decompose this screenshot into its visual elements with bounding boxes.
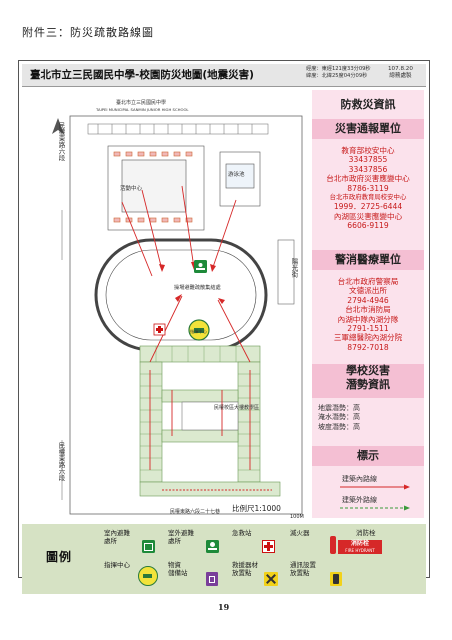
- report-line: 台北市政府教育局校安中心: [329, 193, 407, 202]
- legend-item-hydrant: 消防栓: [356, 529, 376, 537]
- report-line: 6606-9119: [347, 221, 389, 231]
- route-in-label: 建築內路線: [342, 475, 377, 483]
- legend-item-extinguisher: 滅火器: [290, 529, 310, 537]
- legend-item-outdoor: 室外避難 處所: [168, 529, 194, 545]
- police-lines: 台北市政府警察局 文德派出所 2794-4946 台北市消防局 內湖中隊內湖分隊…: [312, 277, 424, 352]
- potential-line: 地震潛勢：高: [318, 404, 360, 412]
- legend-item-supply: 物資 儲備站: [168, 561, 188, 577]
- scale-number: 100M: [290, 514, 304, 520]
- top-building: [87, 123, 269, 135]
- report-line: 33437856: [348, 164, 388, 174]
- evacuation-routes: [121, 185, 272, 491]
- fire-hydrant-icon: 消防栓 FIRE HYDRANT: [338, 540, 382, 554]
- police-line: 內湖中隊內湖分隊: [337, 314, 399, 324]
- road-left-bottom-label: 民權東路六段: [57, 442, 65, 481]
- info-heading: 防救災資訊: [340, 98, 396, 111]
- report-lines: 教育部校安中心 33437855 33437856 台北市政府災害應變中心 87…: [312, 146, 424, 231]
- command-center-icon: [138, 566, 158, 586]
- school-name-cn: 臺北市立三民國民中學: [116, 100, 167, 106]
- pool-building: [219, 151, 261, 207]
- potential-line: 淹水潛勢：高: [318, 413, 360, 422]
- road-left-top-label: 民權東路六段: [57, 122, 65, 161]
- report-line: 33437855: [348, 155, 388, 165]
- coordinates: 經度：東經121度33分09秒 緯度：北緯25度04分09秒: [306, 66, 371, 80]
- supply-station-icon: [206, 572, 218, 586]
- school-name-en: TAIPEI MUNICIPAL SANMIN JUNIOR HIGH SCHO…: [96, 107, 189, 112]
- police-line: 8792-7018: [347, 342, 389, 352]
- rescue-equipment-icon: [264, 572, 278, 586]
- scale-label: 比例尺1:1000: [232, 504, 281, 513]
- communication-icon: [330, 572, 342, 586]
- police-line: 2791-1511: [347, 324, 389, 334]
- legend-item-command: 指揮中心: [104, 561, 130, 569]
- date-block: 107.8.20 總務處製: [388, 66, 413, 80]
- legend-item-communication: 通訊設置 放置點: [290, 561, 316, 577]
- police-heading: 警消醫療單位: [312, 250, 424, 270]
- lower-building: [139, 345, 281, 497]
- north-arrow-icon: [52, 118, 64, 134]
- campus-boundary: [69, 115, 303, 515]
- page-heading: 附件三：防災疏散路線圖: [22, 26, 154, 39]
- police-line: 台北市政府警察局: [337, 277, 399, 286]
- road-bottom-label: 民權東路六段二十七巷: [170, 509, 221, 515]
- potential-heading: 學校災害 潛勢資訊: [312, 364, 424, 398]
- report-line: 內湖區災害應變中心: [333, 211, 403, 221]
- first-aid-icon: [262, 540, 275, 553]
- maker: 總務處製: [389, 73, 412, 79]
- date: 107.8.20: [388, 66, 413, 72]
- report-line: 教育部校安中心: [341, 146, 395, 155]
- legend-item-first-aid: 急救站: [232, 529, 252, 537]
- legend-area: [22, 524, 426, 594]
- longitude: 經度：東經121度33分09秒: [306, 66, 371, 72]
- refuge-label: 操場避難疏散集結處: [174, 285, 221, 291]
- building-label: 民權校區大樓教學區: [214, 405, 260, 411]
- legend-title: 圖例: [46, 550, 73, 564]
- indoor-shelter-icon: [142, 540, 155, 553]
- page-number: 19: [218, 602, 230, 612]
- potential-heading-line: 學校災害: [346, 364, 390, 377]
- police-line: 台北市消防局: [345, 305, 391, 315]
- outdoor-shelter-icon: [206, 540, 219, 553]
- police-line: 文德派出所: [349, 286, 387, 296]
- road-right-label: 陽光街: [290, 258, 298, 278]
- report-line: 8786-3119: [347, 183, 389, 193]
- route-in-line: [340, 484, 410, 490]
- activity-center-label: 活動中心: [120, 186, 143, 192]
- police-line: 三軍總醫院內湖分院: [333, 333, 403, 343]
- map-title: 臺北市立三民國民中學-校園防災地圖(地震災害): [30, 69, 254, 81]
- pool-label: 游泳池: [228, 172, 245, 178]
- right-structure: [277, 239, 295, 305]
- latitude: 緯度：北緯25度04分09秒: [306, 73, 368, 79]
- report-heading: 災害通報單位: [312, 119, 424, 139]
- report-line: 台北市政府災害應變中心: [326, 174, 410, 184]
- potential-lines: 地震潛勢：高 淹水潛勢：高 坡度潛勢：高: [318, 404, 422, 432]
- command-label: 指揮中心: [190, 329, 207, 334]
- marker-heading: 標示: [312, 446, 424, 466]
- potential-line: 坡度潛勢：高: [318, 422, 360, 431]
- police-line: 2794-4946: [347, 295, 389, 305]
- route-out-label: 建築外路線: [342, 496, 377, 504]
- potential-heading-line: 潛勢資訊: [346, 378, 390, 391]
- legend-item-rescue: 救援器材 放置點: [232, 561, 258, 577]
- report-line: 1999．2725-6444: [333, 202, 403, 212]
- campus-map: [52, 115, 303, 515]
- legend-item-indoor: 室內避難 處所: [104, 529, 130, 545]
- fire-extinguisher-icon: [330, 536, 336, 554]
- title-bar: [22, 64, 426, 87]
- route-out-line: [340, 505, 410, 511]
